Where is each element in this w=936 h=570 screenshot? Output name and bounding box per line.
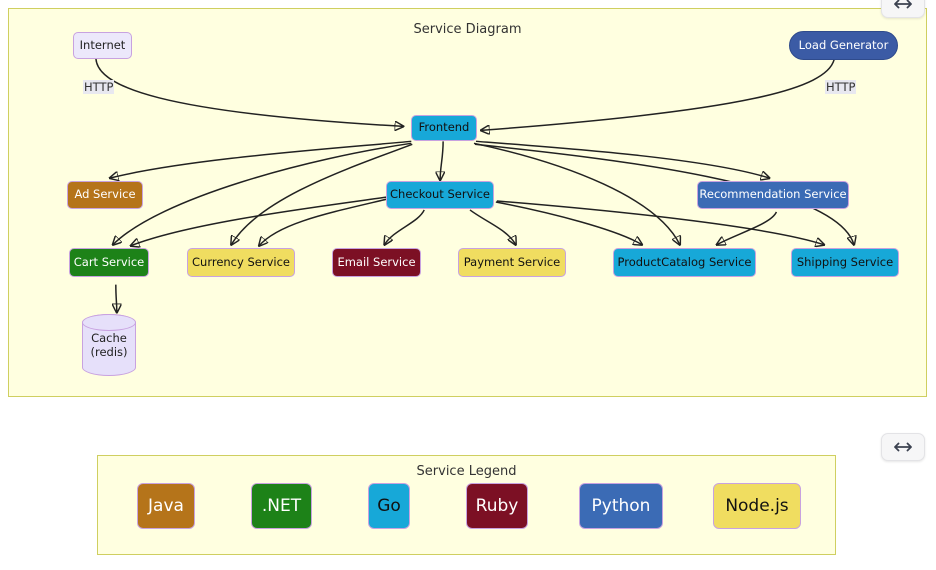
legend-chip-label: .NET — [261, 496, 302, 516]
legend-chip-go[interactable]: Go — [368, 483, 410, 529]
legend-chip-java[interactable]: Java — [137, 483, 195, 529]
node-cart-service[interactable]: Cart Service — [69, 248, 149, 277]
node-recommendation-service[interactable]: Recommendation Service — [697, 181, 849, 209]
legend-chip-label: Java — [148, 496, 184, 516]
cache-label-line2: (redis) — [90, 345, 128, 359]
legend-chip-dotnet[interactable]: .NET — [251, 483, 312, 529]
node-payment-service[interactable]: Payment Service — [458, 248, 566, 277]
node-shipping-service[interactable]: Shipping Service — [791, 248, 899, 277]
node-label: ProductCatalog Service — [617, 254, 752, 269]
legend-chip-nodejs[interactable]: Node.js — [713, 483, 801, 529]
resize-horizontal-icon — [894, 442, 912, 452]
node-cache-redis[interactable]: Cache (redis) — [81, 313, 137, 376]
node-label: Payment Service — [463, 254, 561, 269]
node-label: Frontend — [418, 120, 470, 135]
node-load-generator[interactable]: Load Generator — [789, 31, 898, 60]
node-label: Shipping Service — [796, 254, 894, 269]
node-currency-service[interactable]: Currency Service — [187, 248, 295, 277]
node-email-service[interactable]: Email Service — [332, 248, 421, 277]
cache-label-line1: Cache — [91, 330, 127, 345]
node-ad-service[interactable]: Ad Service — [67, 181, 143, 209]
edge-label-http-internet: HTTP — [83, 80, 115, 94]
node-productcatalog-service[interactable]: ProductCatalog Service — [613, 248, 756, 277]
legend-chip-python[interactable]: Python — [579, 483, 663, 529]
resize-handle-legend[interactable] — [881, 433, 925, 461]
node-label: Currency Service — [192, 254, 290, 269]
edge-label-http-loadgenerator: HTTP — [825, 80, 857, 94]
legend-chip-label: Python — [591, 496, 651, 516]
node-label: Recommendation Service — [699, 187, 847, 202]
resize-horizontal-icon — [894, 0, 912, 9]
legend-chip-label: Go — [377, 496, 401, 516]
service-legend-panel: Service Legend Java .NET Go Ruby Python … — [97, 455, 836, 555]
diagram-title: Service Diagram — [413, 22, 522, 37]
node-label: Ad Service — [74, 187, 136, 202]
node-label: Internet — [79, 37, 126, 52]
legend-title: Service Legend — [416, 464, 517, 479]
node-label: Cart Service — [73, 254, 145, 269]
node-frontend[interactable]: Frontend — [411, 115, 477, 141]
node-label: Load Generator — [798, 37, 889, 52]
node-checkout-service[interactable]: Checkout Service — [386, 181, 494, 209]
node-label: Email Service — [337, 254, 416, 269]
legend-chip-label: Node.js — [725, 496, 789, 516]
legend-chip-ruby[interactable]: Ruby — [466, 483, 528, 529]
service-diagram-panel: Service Diagram — [8, 8, 927, 397]
legend-chip-label: Ruby — [475, 496, 519, 516]
resize-handle-diagram[interactable] — [881, 0, 925, 18]
node-label: Checkout Service — [390, 187, 490, 202]
node-internet[interactable]: Internet — [73, 32, 132, 59]
